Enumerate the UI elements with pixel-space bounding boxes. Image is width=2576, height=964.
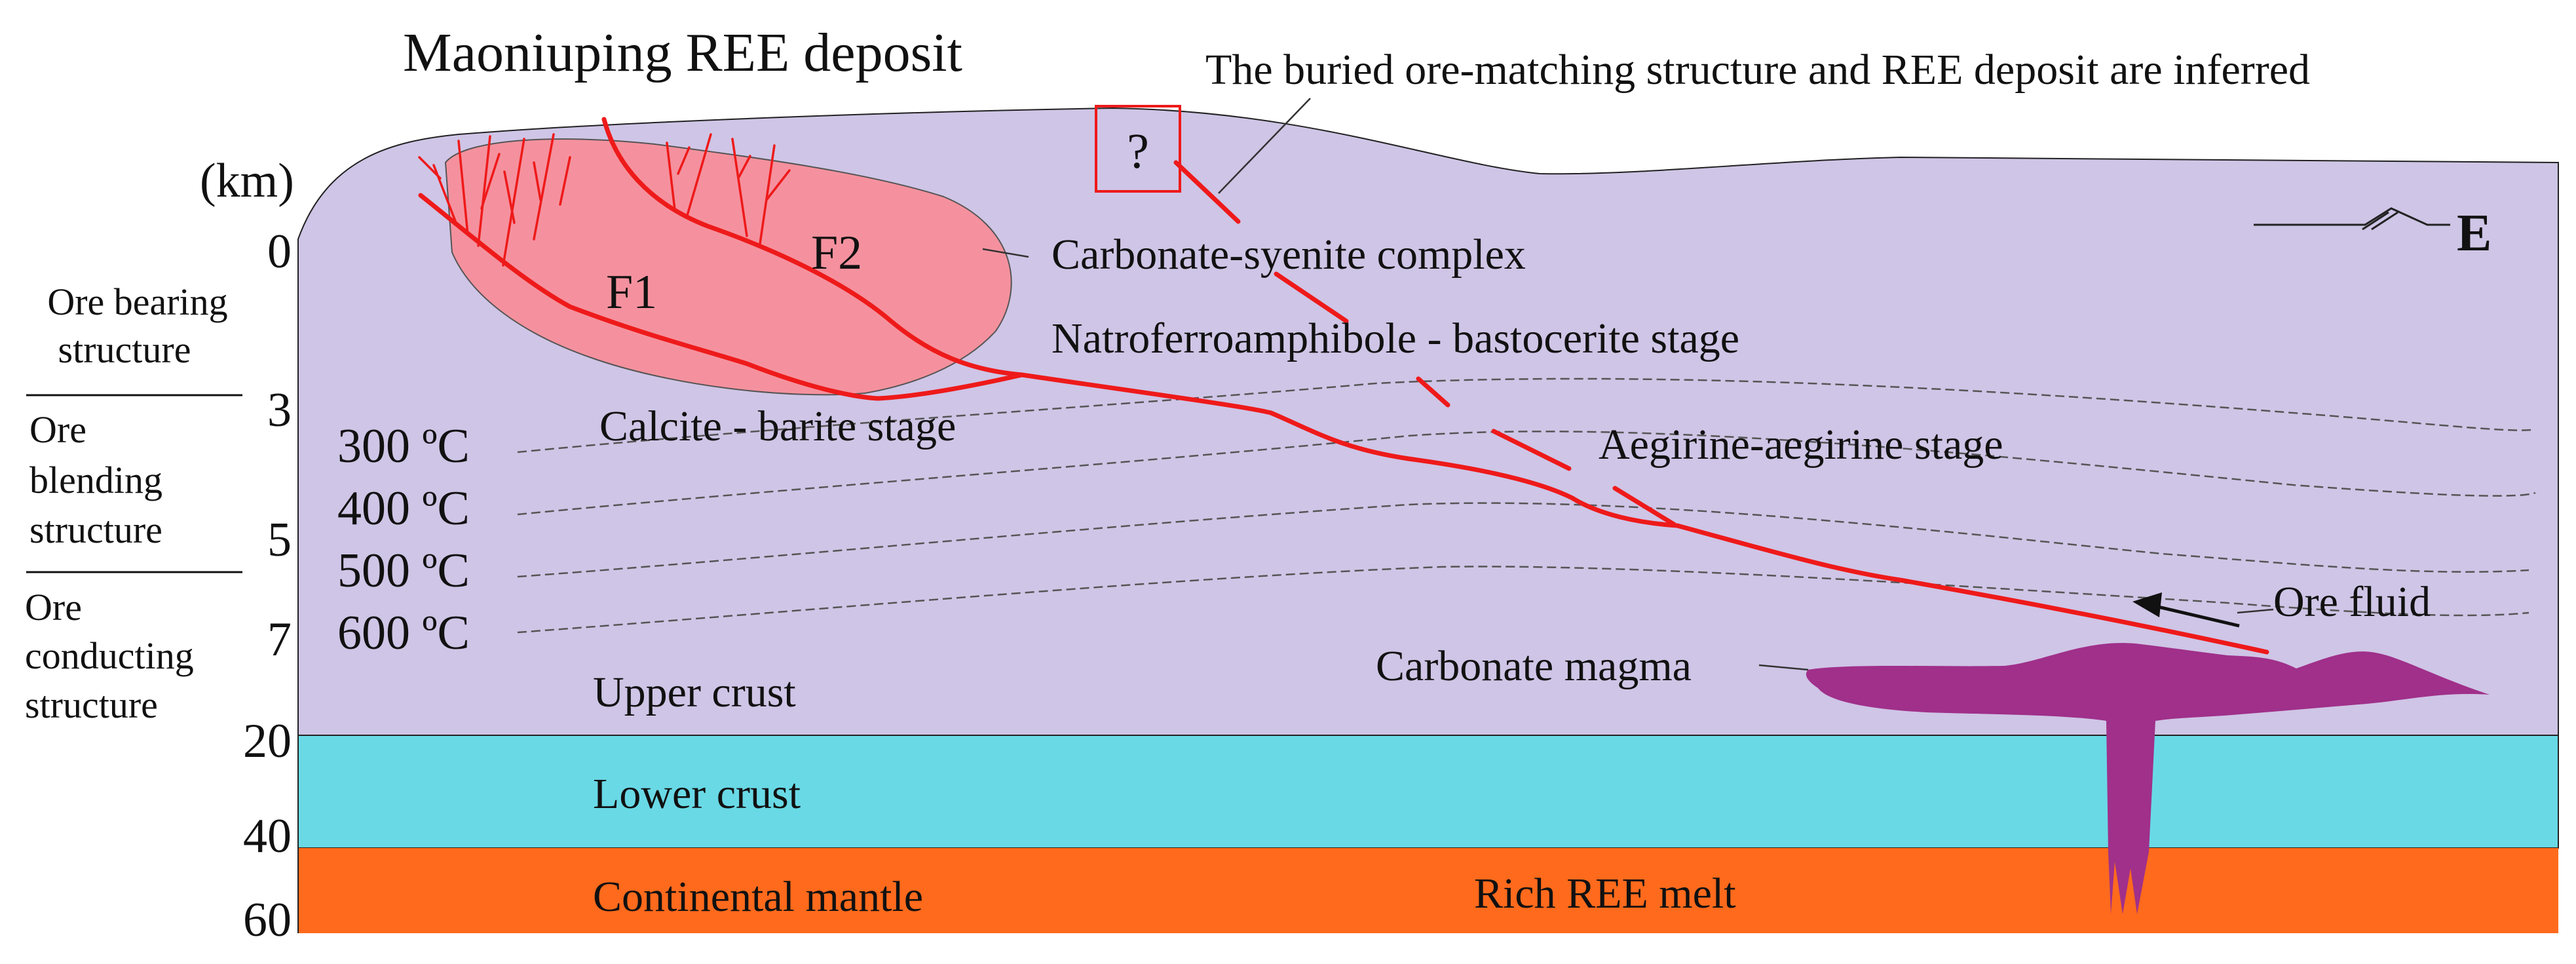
- carbonate-magma-label: Carbonate magma: [1376, 642, 1692, 690]
- ore-bearing-veins: [418, 133, 791, 267]
- zone-ore-blending-line1: Ore: [29, 408, 86, 451]
- isotherm-300: [517, 377, 2536, 453]
- upper-crust-label: Upper crust: [593, 668, 796, 716]
- stage-label-aegirine: Aegirine-aegirine stage: [1599, 421, 2003, 469]
- isotherm-label-300: 300 ºC: [337, 419, 470, 473]
- lower-crust-layer: [297, 735, 2559, 849]
- zone-ore-blending-line2: blending: [29, 459, 162, 501]
- isotherm-500: [517, 502, 2529, 578]
- zone-ore-bearing-line1: Ore bearing: [47, 280, 227, 323]
- complex-leader: [982, 248, 1029, 258]
- stage-label-calcite-barite: Calcite - barite stage: [599, 402, 956, 450]
- inferred-note-leader: [1218, 98, 1311, 194]
- depth-tick-0: 0: [267, 225, 292, 279]
- fault-label-f2: F2: [811, 226, 862, 280]
- depth-tick-3: 3: [267, 383, 292, 437]
- ore-fluid-leader: [2237, 608, 2274, 614]
- fault-f2: [601, 117, 1025, 377]
- depth-tick-5: 5: [267, 513, 292, 567]
- isotherm-label-500: 500 ºC: [337, 544, 470, 598]
- diagram-title: Maoniuping REE deposit: [403, 22, 962, 83]
- isotherm-label-400: 400 ºC: [337, 482, 470, 535]
- ore-fluid-arrow-icon: [2132, 592, 2240, 628]
- inferred-deposit-box: [1095, 105, 1181, 193]
- carbonate-syenite-complex-body: [444, 138, 1012, 396]
- rich-ree-melt-label: Rich REE melt: [1474, 870, 1736, 917]
- complex-label: Carbonate-syenite complex: [1051, 231, 1526, 279]
- zone-ore-conducting-line1: Ore: [25, 586, 82, 628]
- depth-tick-7: 7: [267, 613, 292, 666]
- isotherm-600: [517, 566, 2529, 634]
- depth-tick-60: 60: [243, 893, 292, 947]
- east-direction-indicator: [2254, 207, 2450, 231]
- inference-note: The buried ore-matching structure and RE…: [1205, 46, 2310, 94]
- ore-conduit-fault: [1019, 372, 2269, 655]
- zone-ore-blending-line3: structure: [29, 509, 162, 551]
- depth-unit-label: (km): [200, 154, 294, 208]
- ore-fluid-label: Ore fluid: [2273, 578, 2431, 626]
- inferred-fault-segments: [1173, 160, 1676, 527]
- isotherm-label-600: 600 ºC: [337, 606, 470, 660]
- zone-ore-conducting-line2: conducting: [25, 634, 194, 677]
- depth-tick-20: 20: [243, 714, 292, 768]
- question-mark: ?: [1127, 124, 1149, 179]
- stage-label-natroferroamphibole: Natroferroamphibole - bastocerite stage: [1051, 315, 1739, 362]
- lower-crust-label: Lower crust: [593, 770, 801, 818]
- carbonate-magma-body: [1806, 643, 2490, 914]
- isotherm-400: [517, 431, 2536, 516]
- zone-ore-conducting-line3: structure: [25, 684, 158, 726]
- direction-label: E: [2457, 204, 2491, 262]
- fault-label-f1: F1: [606, 265, 657, 319]
- zone-ore-bearing-line2: structure: [58, 328, 191, 371]
- depth-tick-40: 40: [243, 809, 292, 863]
- magma-leader: [1758, 664, 1809, 671]
- fault-f1: [418, 193, 1025, 401]
- continental-mantle-label: Continental mantle: [593, 873, 923, 921]
- continental-mantle-layer: [298, 848, 2558, 933]
